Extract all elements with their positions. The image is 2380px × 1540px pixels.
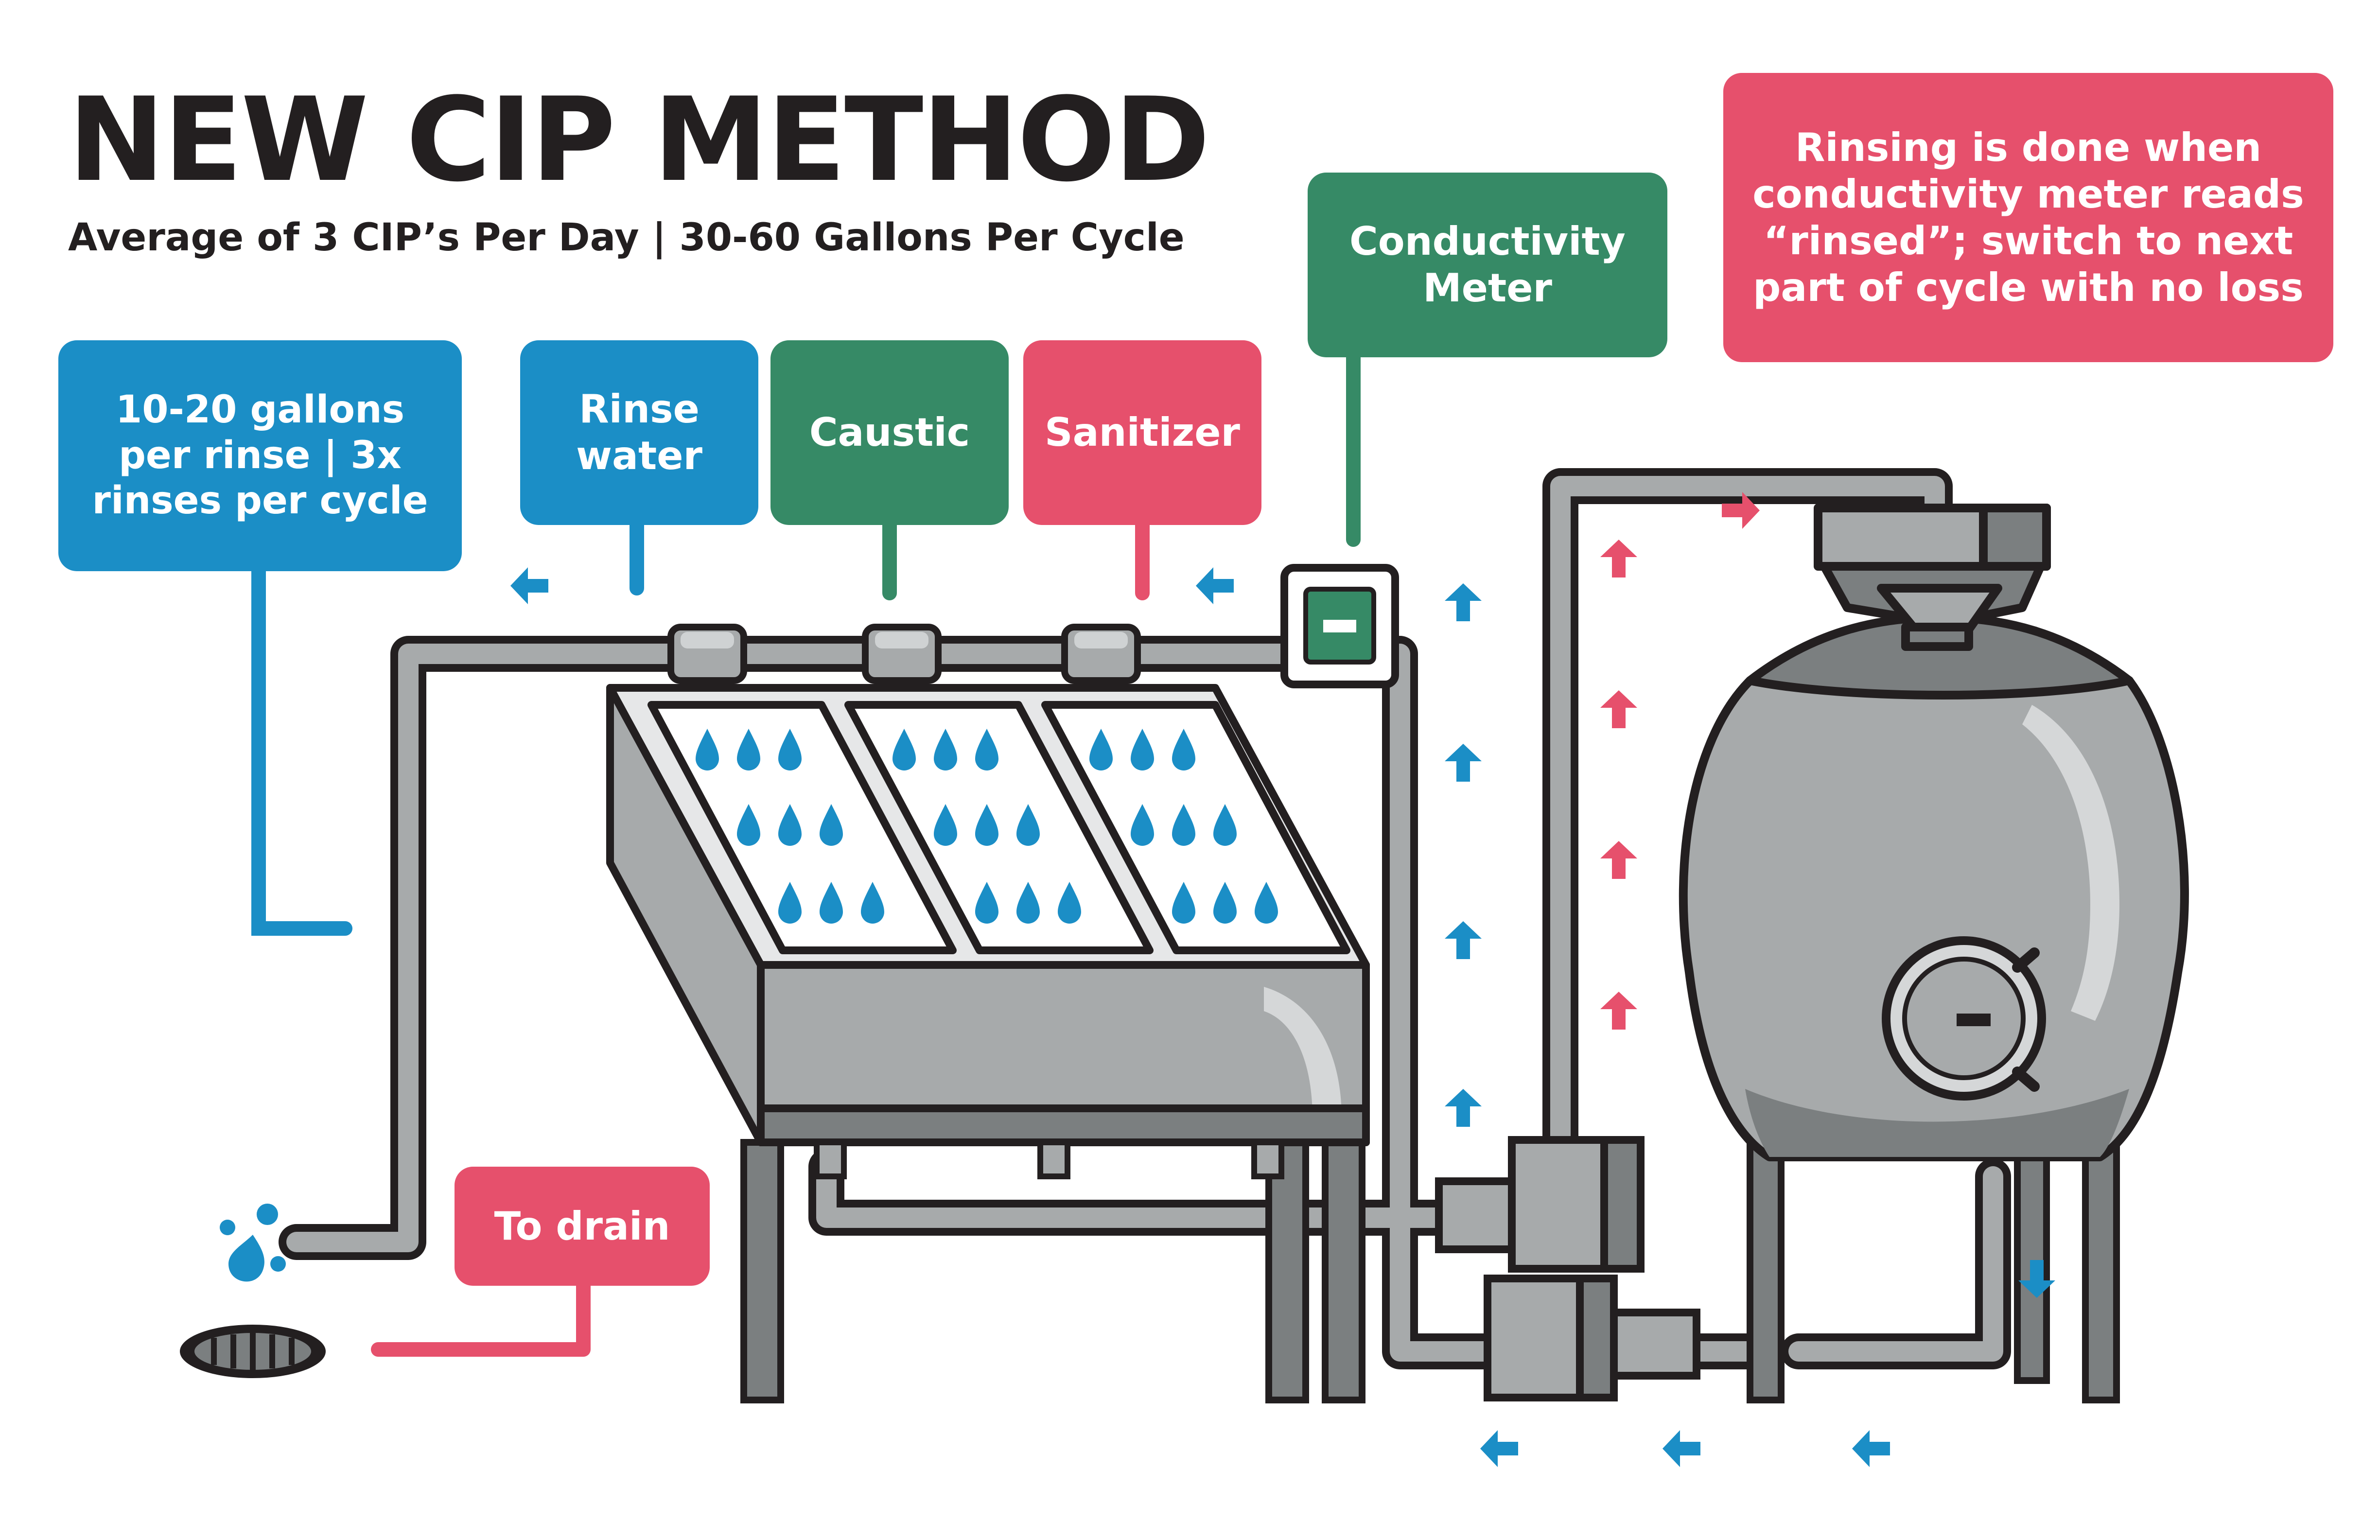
conductivity-meter-device bbox=[1280, 564, 1399, 688]
label-connectors-green bbox=[882, 343, 1361, 600]
water-splash bbox=[220, 1204, 286, 1282]
page-subtitle: Average of 3 CIP’s Per Day | 30-60 Gallo… bbox=[68, 216, 1185, 260]
to-drain-label: To drain bbox=[455, 1167, 710, 1286]
rinse-water-label: Rinse water bbox=[520, 340, 758, 525]
rinsing-note-label: Rinsing is done when conductivity meter … bbox=[1723, 73, 2333, 362]
holding-tank bbox=[1679, 504, 2189, 1161]
rinsing-note-text: Rinsing is done when conductivity meter … bbox=[1752, 124, 2304, 310]
conductivity-meter-text: Conductivity Meter bbox=[1349, 219, 1626, 311]
tank-legs bbox=[1747, 1134, 2120, 1403]
sanitizer-text: Sanitizer bbox=[1045, 410, 1240, 455]
conductivity-meter-label: Conductivity Meter bbox=[1308, 173, 1667, 357]
label-connectors-red bbox=[371, 513, 1150, 1357]
to-drain-text: To drain bbox=[494, 1203, 670, 1249]
floor-drain bbox=[180, 1325, 326, 1378]
page-title: NEW CIP METHOD bbox=[68, 73, 1210, 208]
sink-drain-stubs bbox=[814, 1139, 1284, 1179]
caustic-text: Caustic bbox=[809, 410, 970, 455]
gallons-per-rinse-label: 10-20 gallons per rinse | 3x rinses per … bbox=[58, 340, 462, 571]
rinse-water-text: Rinse water bbox=[576, 386, 702, 478]
label-connectors-blue bbox=[251, 513, 644, 936]
pipe-couplings bbox=[667, 624, 1141, 684]
sanitizer-label: Sanitizer bbox=[1023, 340, 1261, 525]
gallons-per-rinse-text: 10-20 gallons per rinse | 3x rinses per … bbox=[92, 388, 428, 523]
caustic-label: Caustic bbox=[770, 340, 1009, 525]
pumps bbox=[1435, 1136, 1700, 1401]
